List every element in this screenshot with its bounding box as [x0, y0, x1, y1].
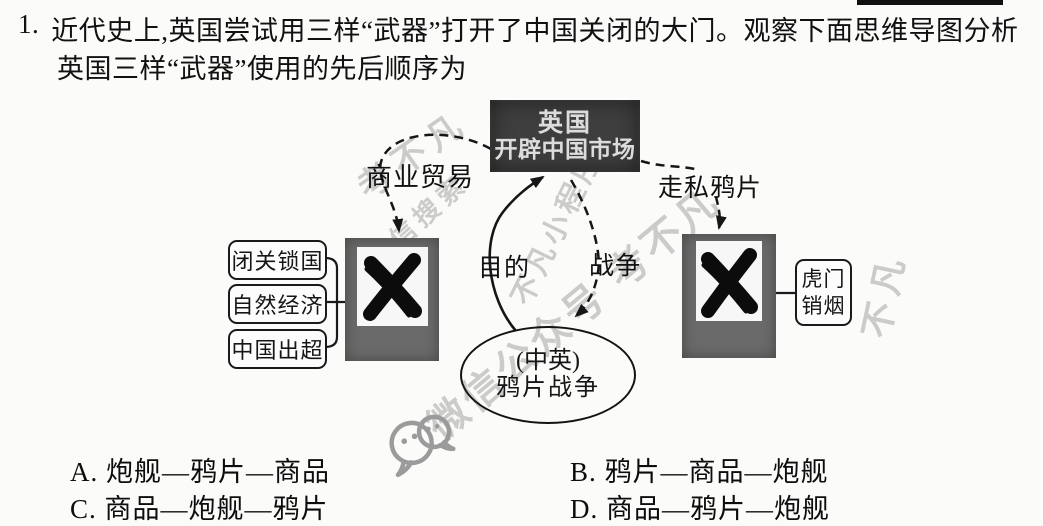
option-a: A. 炮舰—鸦片—商品: [70, 457, 330, 487]
x-mark-icon: [701, 248, 758, 318]
left-bracket-connector: [324, 256, 347, 349]
center-node-line1: 英国: [537, 109, 592, 137]
scan-artifact-bar: [857, 0, 1003, 5]
cause-box-trade-surplus: 中国出超: [228, 329, 327, 369]
ellipse-line2: 鸦片战争: [496, 375, 600, 401]
option-d: D. 商品—鸦片—炮舰: [570, 494, 830, 524]
question-line-1: 1. 近代史上,英国尝试用三样“武器”打开了中国关闭的大门。观察下面思维导图分析: [18, 9, 1018, 48]
ellipse-line1: (中英): [516, 348, 580, 374]
center-node-line2: 开辟中国市场: [494, 136, 636, 162]
x-mark-icon: [363, 253, 422, 321]
watermark-text: 不凡: [855, 247, 914, 342]
result-box-line1: 虎门: [801, 266, 846, 291]
wechat-logo-icon: [389, 414, 456, 478]
edge-label-purpose: 目的: [478, 255, 531, 282]
question-text: 近代史上,英国尝试用三样“武器”打开了中国关闭的大门。观察下面思维导图分析: [51, 16, 1019, 46]
question-number: 1.: [18, 9, 40, 39]
option-c: C. 商品—炮舰—鸦片: [70, 494, 329, 524]
question-line-2: 英国三样“武器”使用的先后顺序为: [57, 54, 467, 84]
result-box-line2: 销烟: [801, 293, 846, 318]
option-b: B. 鸦片—商品—炮舰: [570, 457, 829, 487]
edge-label-war: 战争: [589, 253, 642, 280]
result-box-humen: 虎门 销烟: [795, 259, 852, 326]
edge-label-smuggle: 走私鸦片: [658, 175, 763, 202]
edge-label-trade: 商业贸易: [366, 163, 475, 192]
right-crossed-image: [682, 234, 776, 358]
cause-box-natural-economy: 自然经济: [228, 284, 327, 324]
ellipse-node-opium-war: (中英) 鸦片战争: [460, 326, 636, 424]
cause-box-closed-door: 闭关锁国: [228, 240, 327, 280]
center-node-britain-market: 英国 开辟中国市场: [490, 100, 640, 172]
left-crossed-image: [345, 238, 439, 361]
